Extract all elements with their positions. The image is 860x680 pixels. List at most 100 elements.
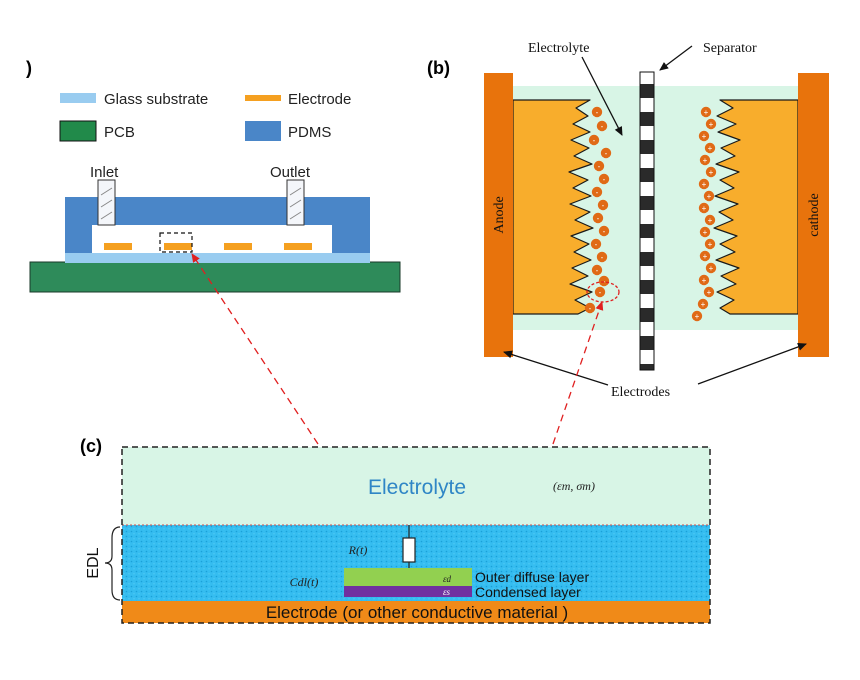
cation-sign: + xyxy=(702,132,707,141)
cation-sign: + xyxy=(702,204,707,213)
separator-arrow xyxy=(659,45,693,71)
cation xyxy=(703,286,715,298)
legend-pcb-swatch xyxy=(59,120,97,142)
cation-sign: + xyxy=(701,300,706,309)
electrolyte-label: Electrolyte xyxy=(528,41,589,56)
outer-layer-symbol: εd xyxy=(443,574,452,584)
anion xyxy=(598,225,610,237)
anion xyxy=(588,134,600,146)
cation-sign: + xyxy=(703,228,708,237)
resistor-icon xyxy=(402,537,416,563)
cation-sign: + xyxy=(707,192,712,201)
anion xyxy=(593,160,605,172)
anion xyxy=(596,251,608,263)
anode-label: Anode xyxy=(492,196,507,233)
electrode-strip xyxy=(104,243,132,250)
anion-sign: - xyxy=(598,162,601,171)
resistor-label: R(t) xyxy=(348,543,368,557)
panel-b: (b) Anode cathode ---------------- +++++… xyxy=(427,41,829,400)
cathode-label: cathode xyxy=(807,193,822,237)
cation-sign: + xyxy=(703,252,708,261)
electrodes-arrow-left xyxy=(503,350,609,386)
anion-sign: - xyxy=(602,201,605,210)
anion-sign: - xyxy=(596,188,599,197)
cation-sign: + xyxy=(704,108,709,117)
cation xyxy=(704,214,716,226)
cation xyxy=(698,202,710,214)
anion xyxy=(596,120,608,132)
cation xyxy=(699,226,711,238)
anion xyxy=(584,302,596,314)
inlet-tube xyxy=(97,179,116,226)
outer-layer-label: Outer diffuse layer xyxy=(475,569,589,585)
anion-sign: - xyxy=(595,240,598,249)
anion-sign: - xyxy=(605,149,608,158)
cation-sign: + xyxy=(708,240,713,249)
cation-sign: + xyxy=(708,144,713,153)
panel-c-frame xyxy=(121,446,711,624)
electrolyte-layer xyxy=(122,447,710,525)
cation-sign: + xyxy=(702,180,707,189)
electrode-layer xyxy=(122,601,710,623)
glass-substrate xyxy=(65,253,370,263)
anion xyxy=(590,238,602,250)
legend-glass-label: Glass substrate xyxy=(104,91,208,108)
cation-sign: + xyxy=(702,276,707,285)
cation-sign: + xyxy=(707,288,712,297)
electrode-strip xyxy=(284,243,312,250)
separator-label: Separator xyxy=(703,41,757,56)
cation xyxy=(697,298,709,310)
electrodes-label: Electrodes xyxy=(611,385,670,400)
electrolyte-arrow xyxy=(581,56,623,136)
inlet-label: Inlet xyxy=(90,164,119,181)
condensed-layer xyxy=(344,586,472,597)
condensed-layer-symbol: εs xyxy=(443,587,451,597)
outlet-label: Outlet xyxy=(270,164,311,181)
legend-electrode-label: Electrode xyxy=(288,91,351,108)
cation xyxy=(705,262,717,274)
anion xyxy=(591,186,603,198)
anion-sign: - xyxy=(596,266,599,275)
cation xyxy=(705,166,717,178)
anion-sign: - xyxy=(603,175,606,184)
cathode-porous-material xyxy=(713,99,799,315)
anode-porous-material xyxy=(512,99,594,315)
inlet-hatch xyxy=(100,187,113,220)
condensed-layer-label: Condensed layer xyxy=(475,584,581,600)
legend-pdms-label: PDMS xyxy=(288,124,331,141)
cation-sign: + xyxy=(709,168,714,177)
electrodes-arrow-right xyxy=(697,343,807,385)
legend-glass-swatch xyxy=(60,93,96,103)
anion xyxy=(597,199,609,211)
anion-sign: - xyxy=(599,288,602,297)
electrolyte-params: (εm, σm) xyxy=(553,479,595,493)
anion-sign: - xyxy=(603,227,606,236)
electrode-layer-label: Electrode (or other conductive material … xyxy=(266,603,568,622)
microchannel xyxy=(92,225,332,255)
cation xyxy=(704,238,716,250)
cation-group: ++++++++++++++++++ xyxy=(691,106,717,321)
panel-a: ) Glass substrate Electrode PCB PDMS Inl… xyxy=(26,58,401,293)
outlet-hatch xyxy=(289,187,302,220)
cathode-bar xyxy=(798,73,829,357)
anion-sign: - xyxy=(589,304,592,313)
separator xyxy=(639,71,655,371)
anion xyxy=(594,286,606,298)
capacitor-label: Cdl(t) xyxy=(290,575,319,589)
cation xyxy=(699,154,711,166)
cation xyxy=(698,130,710,142)
electrode-strip xyxy=(164,243,192,250)
cation xyxy=(698,178,710,190)
anion-sign: - xyxy=(601,253,604,262)
cation-sign: + xyxy=(708,216,713,225)
legend-pcb-label: PCB xyxy=(104,124,135,141)
anion-sign: - xyxy=(601,122,604,131)
anion xyxy=(598,275,610,287)
anion xyxy=(591,106,603,118)
panel-c-label: (c) xyxy=(80,436,102,456)
zoom-arrow-a xyxy=(191,253,319,445)
cation xyxy=(704,142,716,154)
edl-label: EDL xyxy=(85,547,102,578)
anion xyxy=(600,147,612,159)
